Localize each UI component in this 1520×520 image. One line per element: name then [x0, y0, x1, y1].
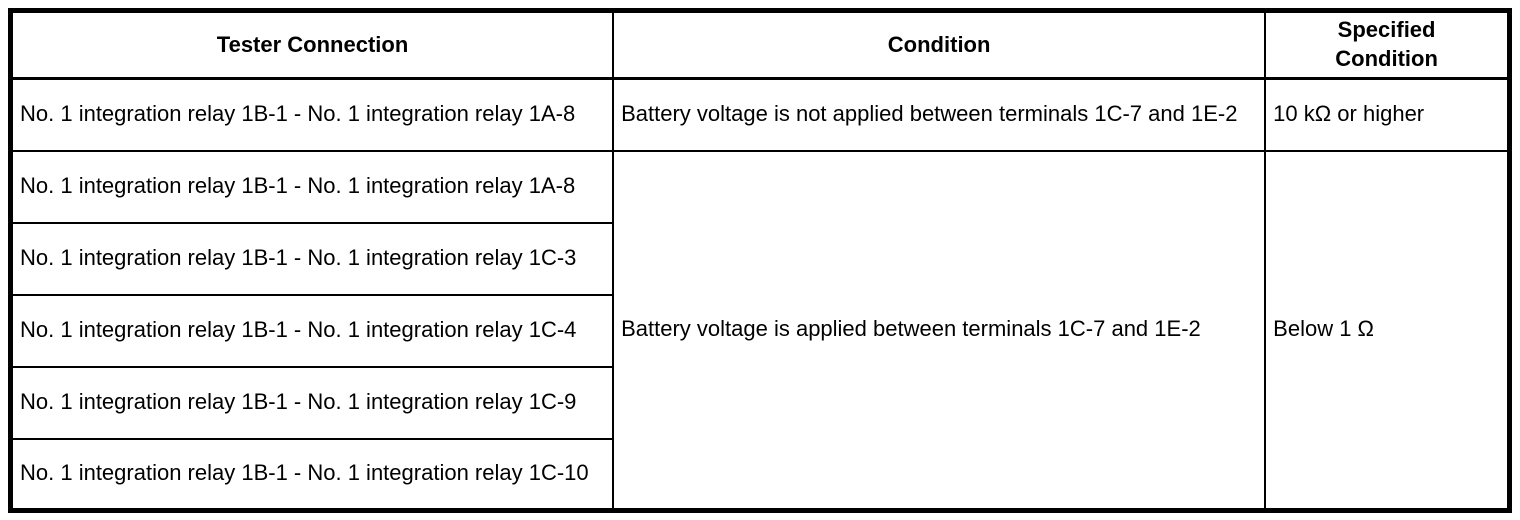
- header-condition-label: Condition: [887, 31, 991, 57]
- specified-condition-table: Tester Connection Condition Specified Co…: [8, 8, 1512, 513]
- table-row: No. 1 integration relay 1B-1 - No. 1 int…: [9, 149, 1511, 512]
- header-specified-condition-label: Specified Condition: [1335, 17, 1438, 71]
- specified-condition-cell-merged: Below 1 Ω: [1264, 149, 1511, 512]
- header-row: Tester Connection Condition Specified Co…: [9, 9, 1511, 80]
- header-tester-connection-label: Tester Connection: [216, 31, 409, 57]
- condition-cell-merged: Battery voltage is applied between termi…: [612, 149, 1267, 512]
- table-row: No. 1 integration relay 1B-1 - No. 1 int…: [9, 221, 1510, 296]
- condition-cell: Battery voltage is not applied between t…: [612, 77, 1267, 152]
- table-row: No. 1 integration relay 1B-1 - No. 1 int…: [9, 293, 1510, 368]
- table-row: No. 1 integration relay 1B-1 - No. 1 int…: [9, 365, 1510, 440]
- tester-connection-cell: No. 1 integration relay 1B-1 - No. 1 int…: [9, 221, 615, 296]
- tester-connection-cell: No. 1 integration relay 1B-1 - No. 1 int…: [9, 149, 615, 224]
- header-tester-connection: Tester Connection: [9, 9, 615, 80]
- tester-connection-cell: No. 1 integration relay 1B-1 - No. 1 int…: [9, 365, 615, 440]
- header-condition: Condition: [612, 9, 1267, 80]
- header-specified-condition: Specified Condition: [1264, 9, 1511, 80]
- tester-connection-cell: No. 1 integration relay 1B-1 - No. 1 int…: [9, 77, 615, 152]
- tester-connection-cell: No. 1 integration relay 1B-1 - No. 1 int…: [9, 293, 615, 368]
- table-row: No. 1 integration relay 1B-1 - No. 1 int…: [9, 437, 1510, 512]
- table-row: No. 1 integration relay 1B-1 - No. 1 int…: [9, 77, 1511, 152]
- specified-condition-cell: 10 kΩ or higher: [1264, 77, 1511, 152]
- tester-connection-cell: No. 1 integration relay 1B-1 - No. 1 int…: [9, 437, 615, 512]
